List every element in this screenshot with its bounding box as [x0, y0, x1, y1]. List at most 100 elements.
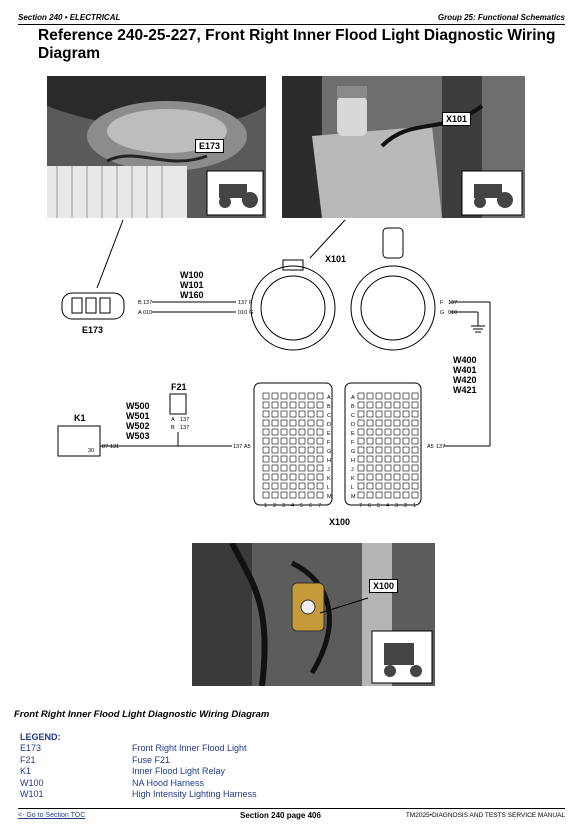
- connector-pin: [316, 419, 324, 427]
- connector-pin: [280, 446, 288, 454]
- connector-pin: [384, 464, 392, 472]
- connector-col-label: 2: [404, 503, 407, 509]
- connector-pin: [316, 464, 324, 472]
- connector-pin: [280, 401, 288, 409]
- connector-pin: [298, 446, 306, 454]
- harness-left-list: W500 W501 W502 W503: [126, 401, 150, 441]
- connector-pin: [316, 428, 324, 436]
- connector-pin: [307, 446, 315, 454]
- connector-pin: [289, 473, 297, 481]
- connector-pin: [298, 392, 306, 400]
- connector-pin: [366, 401, 374, 409]
- connector-pin: [375, 491, 383, 499]
- connector-pin: [402, 473, 410, 481]
- connector-pin: [366, 491, 374, 499]
- connector-x101-right: [350, 265, 436, 351]
- connector-pin: [357, 446, 365, 454]
- connector-row-label: J: [327, 467, 330, 473]
- connector-pin: [411, 401, 419, 409]
- connector-pin: [411, 491, 419, 499]
- pin-x101l-f: F: [249, 300, 253, 306]
- section-toc-link[interactable]: <- Go to Section TOC: [18, 812, 86, 819]
- legend-desc: Fuse F21: [132, 754, 171, 765]
- connector-pin: [357, 455, 365, 463]
- connector-col-label: 6: [309, 503, 312, 509]
- connector-pin: [307, 419, 315, 427]
- label-k1: K1: [74, 413, 86, 423]
- connector-row-label: C: [327, 413, 331, 419]
- harness-w503: W503: [126, 431, 150, 441]
- connector-pin: [411, 482, 419, 490]
- connector-row-label: H: [327, 458, 331, 464]
- label-e173: E173: [82, 325, 104, 335]
- connector-pin: [298, 491, 306, 499]
- connector-x101-left: [250, 265, 336, 351]
- connector-pin: [402, 482, 410, 490]
- connector-pin: [271, 428, 279, 436]
- connector-row-label: A: [351, 395, 355, 401]
- connector-col-label: 4: [386, 503, 389, 509]
- connector-col-label: 7: [318, 503, 321, 509]
- connector-pin: [280, 482, 288, 490]
- connector-pin: [357, 482, 365, 490]
- connector-pin: [280, 464, 288, 472]
- connector-pin: [384, 428, 392, 436]
- connector-col-label: 1: [264, 503, 267, 509]
- connector-pin: [289, 455, 297, 463]
- connector-x100-right: [344, 382, 422, 506]
- connector-pin: [393, 491, 401, 499]
- connector-pin: [393, 437, 401, 445]
- legend-code: F21: [20, 754, 36, 765]
- connector-pin: [262, 473, 270, 481]
- connector-pin: [316, 392, 324, 400]
- connector-pin: [316, 455, 324, 463]
- header-rule: [18, 24, 565, 25]
- callout-e173: E173: [195, 139, 225, 153]
- pin-x101r-g: G: [440, 310, 444, 316]
- connector-pin: [366, 437, 374, 445]
- connector-pin: [411, 419, 419, 427]
- connector-pin: [366, 482, 374, 490]
- connector-pin: [402, 419, 410, 427]
- pin-k1-87: 87: [102, 444, 108, 450]
- connector-pin: [384, 482, 392, 490]
- connector-pin: [411, 437, 419, 445]
- connector-pin: [357, 428, 365, 436]
- harness-w400: W400: [453, 355, 477, 365]
- connector-row-label: G: [351, 449, 355, 455]
- connector-row-label: M: [327, 494, 332, 500]
- connector-pin: [307, 410, 315, 418]
- photo-x100-image: [192, 543, 435, 686]
- connector-col-label: 6: [368, 503, 371, 509]
- connector-col-label: 1: [413, 503, 416, 509]
- harness-w502: W502: [126, 421, 150, 431]
- connector-row-label: F: [351, 440, 355, 446]
- connector-pin: [280, 428, 288, 436]
- legend-desc: Inner Flood Light Relay: [132, 766, 226, 776]
- photo-x101-location: [282, 76, 525, 218]
- connector-pin: [375, 455, 383, 463]
- pin-e173-137: 137: [143, 300, 152, 306]
- connector-pin: [375, 392, 383, 400]
- connector-row-label: E: [351, 431, 355, 437]
- connector-pin: [271, 482, 279, 490]
- connector-pin: [262, 419, 270, 427]
- harness-w101: W101: [180, 280, 204, 290]
- connector-pin: [375, 401, 383, 409]
- connector-pin: [289, 419, 297, 427]
- connector-pin: [384, 491, 392, 499]
- connector-pin: [271, 446, 279, 454]
- connector-col-label: 2: [273, 503, 276, 509]
- connector-pin: [384, 401, 392, 409]
- connector-pin: [411, 392, 419, 400]
- connector-row-label: M: [351, 494, 356, 500]
- harness-w501: W501: [126, 411, 150, 421]
- connector-pin: [402, 410, 410, 418]
- connector-pin: [366, 428, 374, 436]
- connector-row-label: C: [351, 413, 355, 419]
- relay-k1: [57, 425, 101, 457]
- connector-row-label: L: [351, 485, 354, 491]
- pin-x101l-g: G: [249, 310, 253, 316]
- connector-pin: [298, 455, 306, 463]
